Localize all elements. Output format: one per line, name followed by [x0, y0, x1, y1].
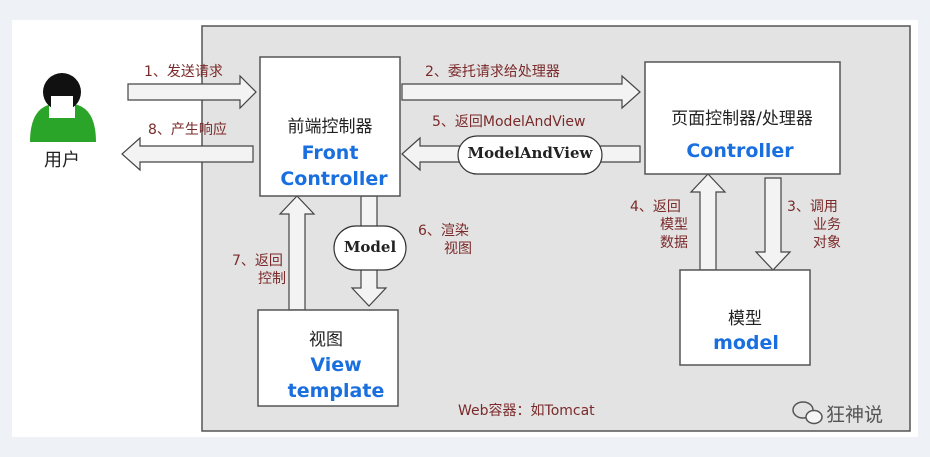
front-controller-en-line2: Controller	[280, 168, 388, 190]
view-box	[257, 309, 399, 407]
step-4-label: 4、返回 模型 数据	[630, 198, 688, 252]
arrow-delegate	[401, 74, 641, 110]
model-bubble-label: Model	[343, 238, 397, 256]
view-en-line2: template	[287, 380, 385, 402]
arrow-return-control	[278, 195, 316, 311]
step-2-label: 2、委托请求给处理器	[425, 64, 560, 80]
step-6-label: 6、渲染 视图	[418, 222, 472, 258]
watermark-text: 狂神说	[826, 404, 884, 426]
step-7-label: 7、返回 控制	[232, 252, 286, 288]
model-box	[679, 269, 811, 366]
model-en: model	[713, 332, 779, 354]
step-1-label: 1、发送请求	[144, 64, 223, 80]
step-8-label: 8、产生响应	[148, 122, 227, 138]
mav-bubble-label: ModelAndView	[467, 144, 593, 162]
view-cn: 视图	[309, 330, 343, 350]
arrow-response	[121, 136, 254, 172]
step-3-line1: 3、调用	[787, 199, 838, 215]
view-en-line1: View	[310, 354, 362, 376]
page-controller-en: Controller	[686, 140, 794, 162]
arrow-call-business	[754, 177, 792, 271]
mav-bubble	[457, 135, 603, 175]
arrow-return-model-data	[689, 173, 727, 271]
step-4-line2: 模型	[660, 217, 688, 233]
step-5-label: 5、返回ModelAndView	[432, 114, 586, 130]
container-label: Web容器：如Tomcat	[458, 403, 595, 419]
arrow-send-request	[127, 74, 257, 110]
step-4-line3: 数据	[660, 235, 688, 251]
step-7-line2: 控制	[258, 271, 286, 287]
front-controller-cn: 前端控制器	[287, 117, 373, 137]
front-controller-box	[259, 56, 401, 197]
step-3-label: 3、调用 业务 对象	[787, 198, 841, 252]
step-3-line3: 对象	[813, 235, 841, 251]
wechat-icon	[792, 401, 823, 425]
user-label: 用户	[44, 150, 80, 171]
front-controller-en-line1: Front	[301, 142, 359, 164]
step-3-line2: 业务	[813, 217, 841, 233]
step-6-line1: 6、渲染	[418, 223, 469, 239]
step-4-line1: 4、返回	[630, 199, 681, 215]
step-7-line1: 7、返回	[232, 253, 283, 269]
model-cn: 模型	[728, 309, 762, 329]
user-icon	[30, 73, 96, 142]
model-bubble	[333, 225, 407, 271]
page-controller-cn: 页面控制器/处理器	[671, 109, 813, 129]
page-controller-box	[644, 61, 841, 175]
step-6-line2: 视图	[444, 241, 472, 257]
